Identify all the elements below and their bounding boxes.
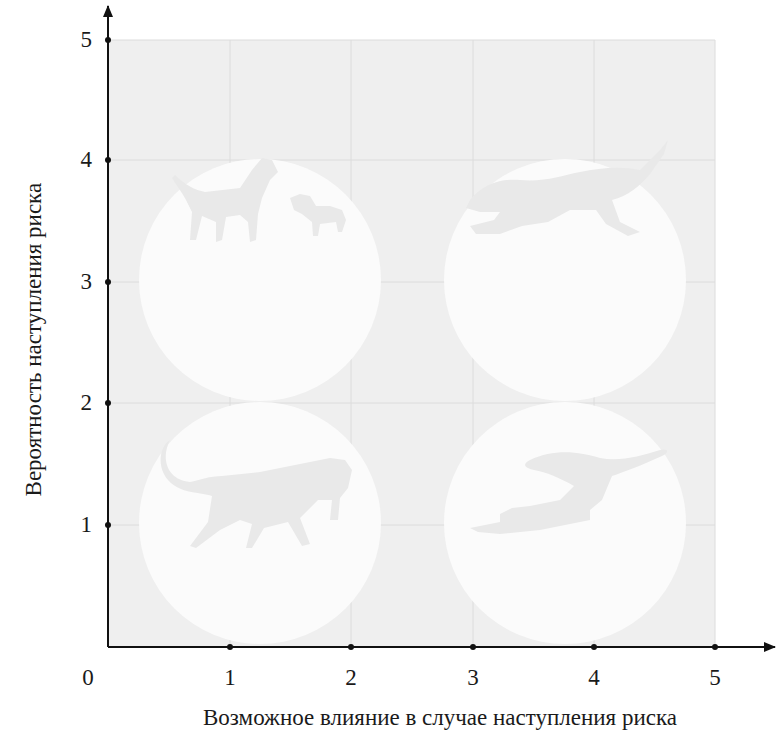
x-tick-label: 5 [709,665,721,690]
y-tick-label: 4 [81,147,93,172]
y-tick-label: 5 [81,27,93,52]
axis-title: Возможное влияние в случае наступления р… [203,705,677,730]
y-tick-label: 1 [81,512,93,537]
y-tick-label: 3 [81,269,93,294]
tick-dots [105,37,718,650]
axis-title: Вероятность наступления риска [21,183,46,497]
animal-silhouettes [161,140,668,548]
grid-lines [108,40,715,647]
quadrant-circles [139,159,686,644]
x-axis [108,646,775,648]
axes [108,6,775,647]
x-tick-label: 3 [467,665,479,690]
y-tick-label: 2 [81,390,93,415]
x-tick-label: 2 [345,665,357,690]
plot-background [108,40,715,647]
x-tick-label: 4 [588,665,600,690]
y-axis [107,6,109,647]
x-tick-label: 1 [224,665,236,690]
origin-label: 0 [82,665,94,690]
